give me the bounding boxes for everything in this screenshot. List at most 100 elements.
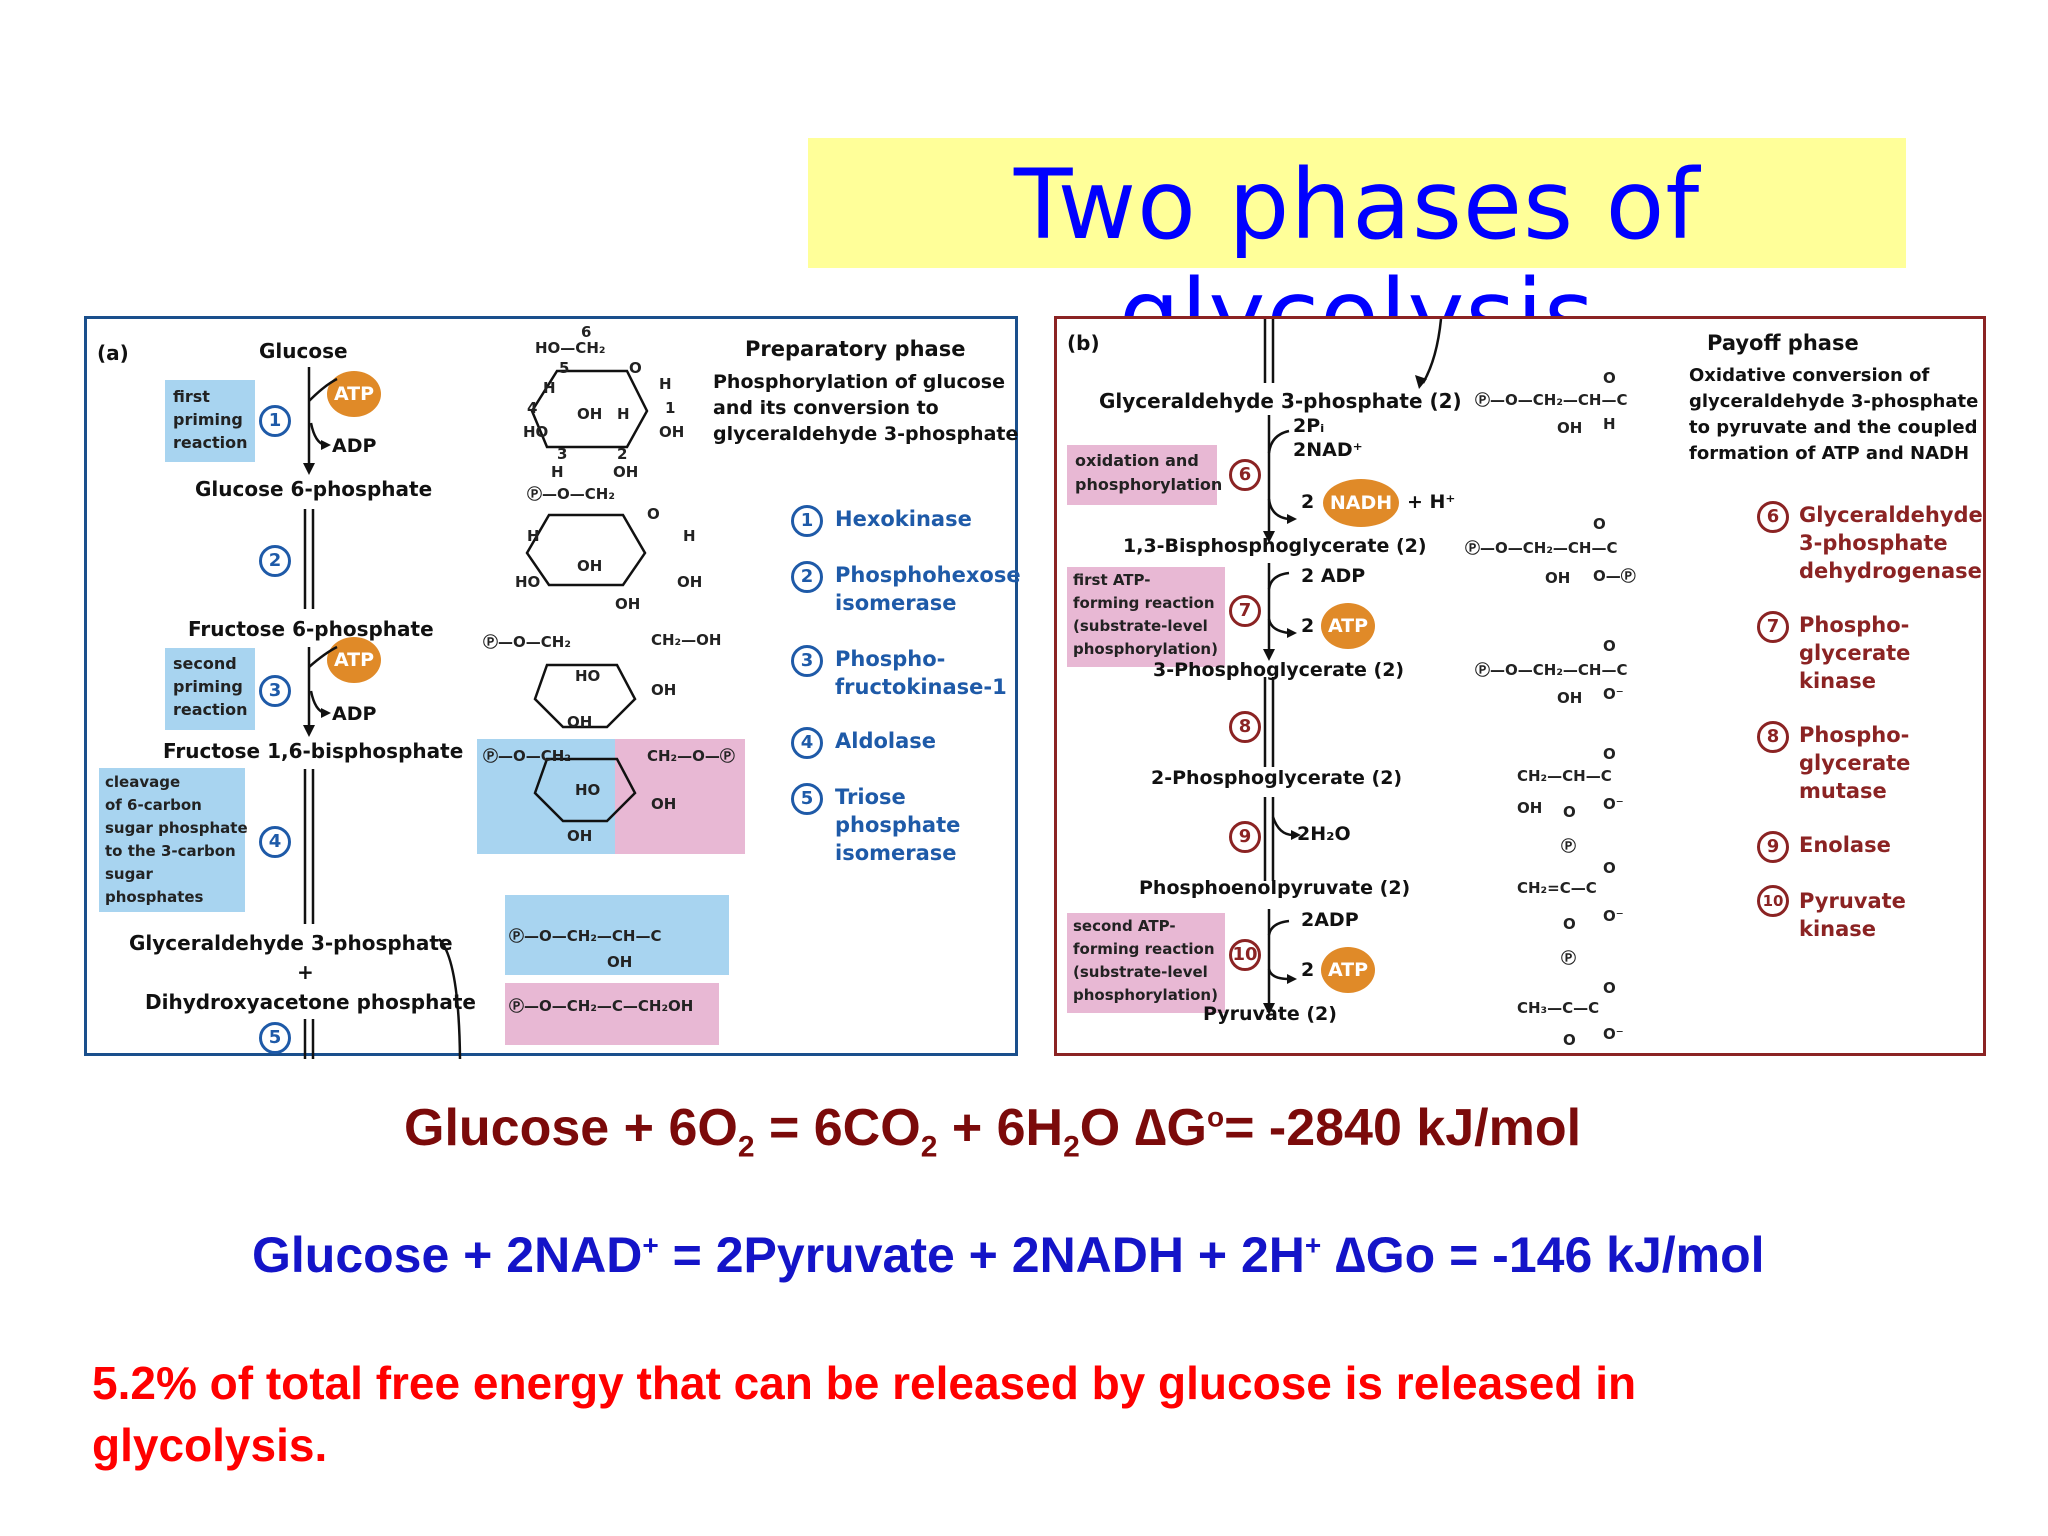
f16bp-phosphate-left: Ⓟ—O—CH₂: [483, 747, 571, 765]
oh-group: OH: [651, 795, 677, 813]
oh-group: OH: [1517, 799, 1543, 817]
o-minus: O⁻: [1603, 795, 1624, 813]
o-minus: O⁻: [1603, 1025, 1624, 1043]
f6p-phosphate-group: Ⓟ—O—CH₂: [483, 633, 571, 651]
oxygen: O: [1563, 915, 1576, 933]
2pg-structure: CH₂—CH—C: [1517, 767, 1612, 785]
panel-b-arrows: [1263, 319, 1443, 1015]
gap-structure-b: Ⓟ—O—CH₂—CH—C: [1475, 391, 1628, 409]
oxygen: O: [1563, 1031, 1576, 1049]
compound-dihydroxyacetone-phosphate: Dihydroxyacetone phosphate: [145, 990, 476, 1014]
compound-3-phosphoglycerate: 3-Phosphoglycerate (2): [1153, 659, 1405, 681]
3pg-structure: Ⓟ—O—CH₂—CH—C: [1475, 661, 1628, 679]
enzyme-3-marker: 3: [791, 645, 823, 677]
enzyme-1-marker: 1: [791, 505, 823, 537]
step-1-marker: 1: [259, 405, 291, 437]
bpg-structure: Ⓟ—O—CH₂—CH—C: [1465, 539, 1618, 557]
carbon-number-4: 4: [527, 399, 538, 417]
oh-group: OH: [577, 405, 603, 423]
oxygen: O: [1603, 637, 1616, 655]
step-4-marker: 4: [259, 826, 291, 858]
carbon-number-1: 1: [665, 399, 676, 417]
title-background: [808, 138, 1906, 268]
step-9-marker: 9: [1229, 821, 1261, 853]
step-3-marker: 3: [259, 675, 291, 707]
equation-total-oxidation: Glucose + 6O2 = 6CO2 + 6H2O ∆Go= -2840 k…: [404, 1099, 1582, 1164]
atp-badge-7: ATP: [1321, 603, 1375, 649]
step-5-marker: 5: [259, 1022, 291, 1054]
note-box-1: [165, 380, 255, 462]
enzyme-7-marker: 7: [1757, 611, 1789, 643]
h-atom: H: [683, 527, 696, 545]
ho-group: HO: [523, 423, 549, 441]
oxygen: O: [1603, 859, 1616, 877]
ring-oxygen: O: [647, 505, 660, 523]
enzyme-9-marker: 9: [1757, 831, 1789, 863]
enzyme-10-marker: 10: [1757, 885, 1789, 917]
oxygen: O: [1563, 803, 1576, 821]
pep-structure: CH₂=C—C: [1517, 879, 1597, 897]
oh-group: OH: [613, 463, 639, 481]
oxygen: O: [1593, 515, 1606, 533]
adp-label-3: ADP: [332, 703, 377, 725]
h-atom: H: [1603, 415, 1616, 433]
ring-oxygen: O: [629, 359, 642, 377]
enzyme-hexokinase: Hexokinase: [835, 507, 972, 531]
step-10-marker: 10: [1229, 939, 1261, 971]
ho-group: HO: [515, 573, 541, 591]
step-7-marker: 7: [1229, 595, 1261, 627]
oh-group: OH: [607, 953, 633, 971]
two-adp: 2 ADP: [1301, 565, 1366, 587]
compound-2-phosphoglycerate: 2-Phosphoglycerate (2): [1151, 767, 1403, 789]
h-plus: + H⁺: [1407, 491, 1456, 513]
phosphate: Ⓟ: [1561, 949, 1577, 967]
h-atom: H: [543, 379, 556, 397]
plus-sign: +: [297, 960, 314, 984]
carbon-number-2: 2: [617, 445, 628, 463]
note-box-7: [1067, 567, 1225, 667]
note-first-atp: first ATP-forming reaction(substrate-lev…: [1073, 571, 1218, 658]
compound-pyruvate: Pyruvate (2): [1203, 1003, 1337, 1025]
atp-count-10: 2: [1301, 959, 1315, 981]
enzyme-aldolase: Aldolase: [835, 729, 937, 753]
carbon-number-6: 6: [581, 323, 592, 341]
oxygen: O: [1603, 979, 1616, 997]
oxygen: O: [1603, 369, 1616, 387]
compound-glyceraldehyde-3-phosphate: Glyceraldehyde 3-phosphate: [129, 931, 453, 955]
two-pi: 2Pᵢ: [1293, 415, 1325, 437]
h-atom: H: [617, 405, 630, 423]
payoff-phase-title: Payoff phase: [1707, 331, 1859, 355]
atp-badge-3: ATP: [327, 637, 381, 683]
note-box-10: [1067, 913, 1225, 1013]
g6p-phosphate-group: Ⓟ—O—CH₂: [527, 485, 615, 503]
oxygen: O: [1603, 745, 1616, 763]
oh-group: OH: [1557, 689, 1583, 707]
step-8-marker: 8: [1229, 711, 1261, 743]
oh-group: OH: [567, 713, 593, 731]
energy-statement: 5.2% of total free energy that can be re…: [92, 1357, 1637, 1471]
adp-label-1: ADP: [332, 435, 377, 457]
carbon-number-5: 5: [559, 359, 570, 377]
atp-count-7: 2: [1301, 615, 1315, 637]
ho-group: HO: [575, 667, 601, 685]
nadh-badge: NADH: [1323, 479, 1399, 527]
note-box-6: [1067, 445, 1217, 505]
compound-gap-2: Glyceraldehyde 3-phosphate (2): [1099, 389, 1462, 413]
h-atom: H: [551, 463, 564, 481]
oh-group: OH: [659, 423, 685, 441]
glucose-ho-ch2: HO—CH₂: [535, 339, 606, 357]
compound-fructose-1-6-bisphosphate: Fructose 1,6-bisphosphate: [163, 739, 464, 763]
two-nad: 2NAD⁺: [1293, 439, 1363, 461]
dhap-structure: Ⓟ—O—CH₂—C—CH₂OH: [509, 997, 694, 1015]
